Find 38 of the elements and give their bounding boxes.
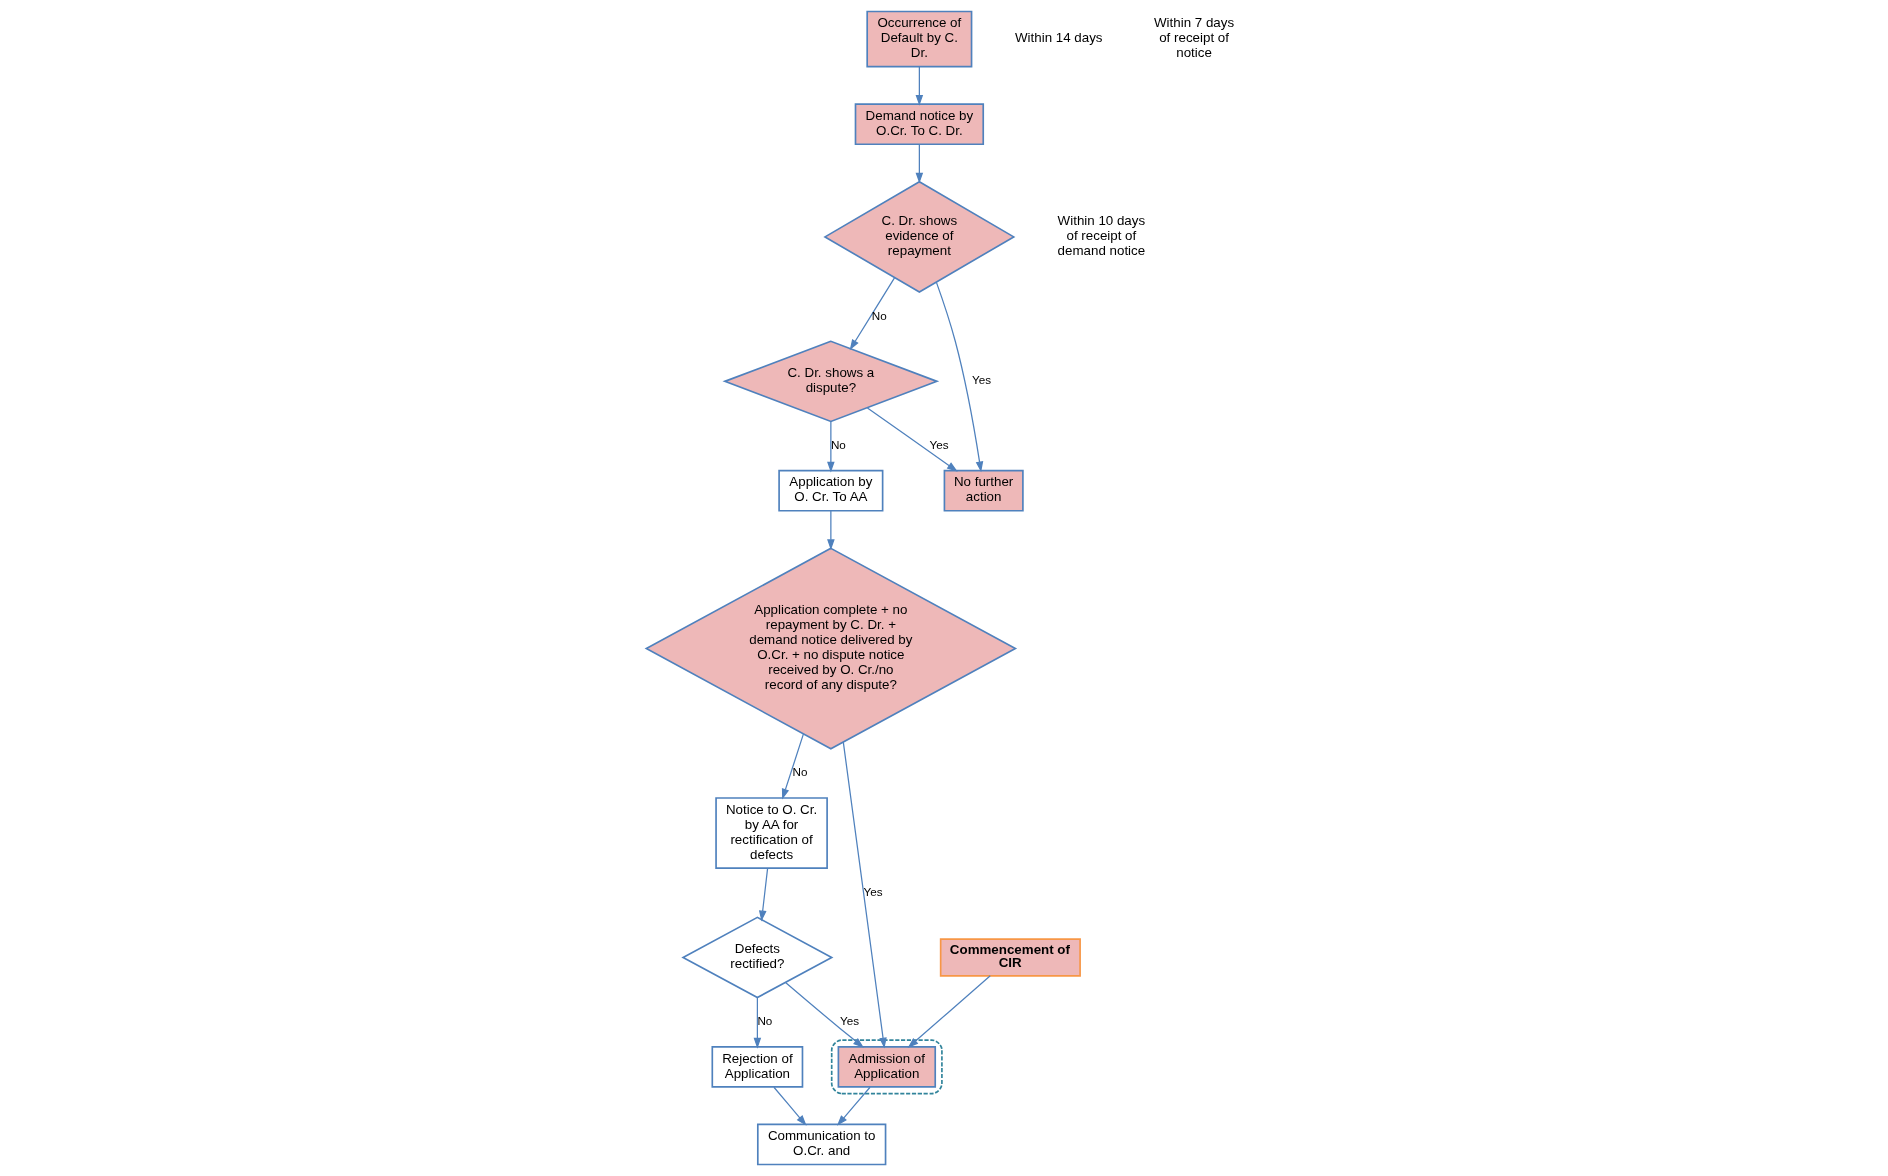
edge-label: No — [792, 765, 808, 779]
arrow — [915, 143, 924, 184]
node-box: Commencement of CIR — [939, 938, 1081, 977]
arrow — [827, 510, 835, 551]
arrow — [849, 277, 896, 351]
edge-label: No — [757, 1014, 773, 1028]
edge-label: No — [871, 308, 887, 322]
arrow — [784, 981, 864, 1048]
label: Within 10 days of receipt of demand notice — [1057, 213, 1146, 259]
arrow — [842, 741, 887, 1049]
label: Within 7 days of receipt of notice — [1154, 15, 1235, 61]
arrow — [773, 1086, 807, 1126]
arrow — [935, 281, 984, 473]
node-box: Occurrence of Default by C. Dr. — [866, 10, 973, 68]
arrow — [866, 407, 958, 472]
node-box: No further action — [943, 469, 1024, 512]
node-box: Demand notice by O.Cr. To C. Dr. — [854, 103, 985, 146]
edge-label: No — [830, 438, 846, 452]
arrow — [827, 421, 835, 473]
node-box: Communication to O.Cr. and — [756, 1123, 887, 1166]
arrow — [758, 867, 769, 922]
arrow — [915, 66, 924, 106]
node-box: Application by O. Cr. To AA — [778, 469, 884, 512]
edge-label: Yes — [929, 438, 949, 452]
node-box: Notice to O. Cr. by AA for rectification of defects — [715, 797, 828, 869]
edge-label: Yes — [840, 1014, 860, 1028]
node-box: Admission of Application — [837, 1045, 937, 1088]
node-diamond: Application complete + no repayment by C. Dr. + demand notice delivered by O.Cr. + no dispute notice received by O. Cr./no record of any dispute? — [644, 547, 1018, 750]
node-box: Rejection of Application — [711, 1045, 804, 1088]
edge-label: Yes — [863, 884, 883, 898]
arrow — [907, 975, 991, 1048]
arrow — [781, 733, 804, 800]
arrow — [836, 1086, 871, 1126]
arrow — [753, 997, 762, 1049]
node-diamond: Defects rectified? — [681, 916, 834, 999]
node-diamond: C. Dr. shows evidence of repayment — [823, 180, 1016, 293]
edge-label: Yes — [972, 373, 992, 387]
label: Within 14 days — [1015, 30, 1103, 46]
